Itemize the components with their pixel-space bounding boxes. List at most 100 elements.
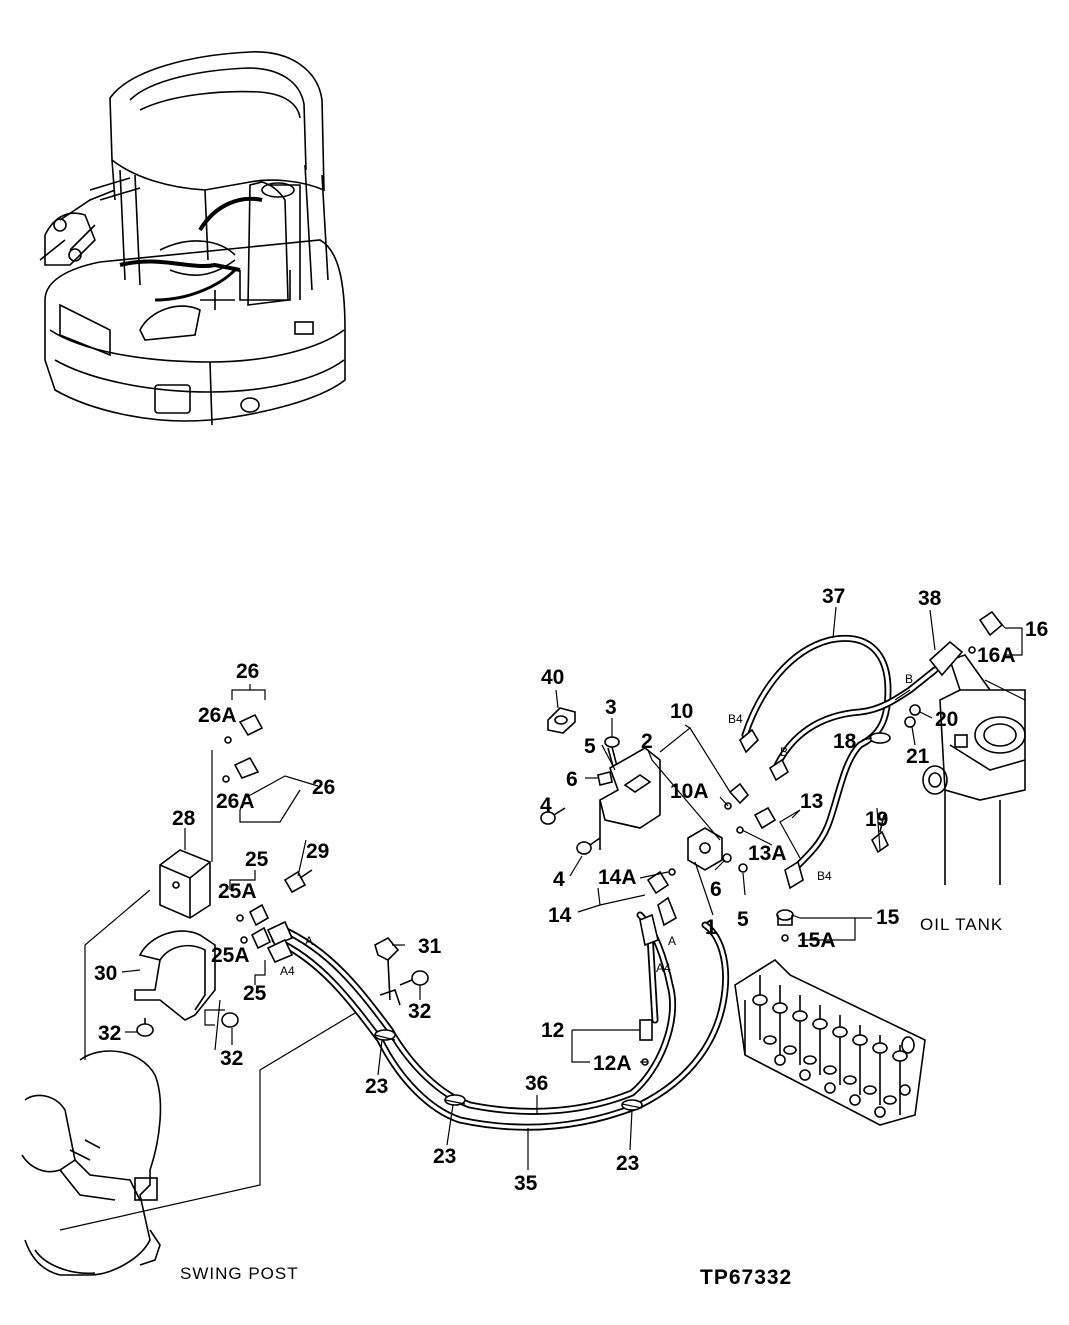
fitting-15 (776, 909, 794, 942)
callout-32: 32 (220, 1047, 243, 1070)
callout-26: 26 (312, 776, 335, 799)
callout-28: 28 (172, 807, 196, 830)
o-ring-26A (224, 736, 232, 744)
fitting-13 (736, 806, 777, 834)
port-label-a: A (668, 934, 676, 948)
callout-4: 4 (553, 868, 565, 891)
callout-25A: 25A (211, 944, 250, 967)
fitting-10 (724, 782, 750, 810)
port-labels: B4 B B4 B A A4 A A4 (280, 672, 913, 978)
callout-13A: 13A (748, 842, 787, 865)
port-label-b: B (905, 672, 913, 686)
bolt-32 (221, 1012, 239, 1028)
port-label-b4: B4 (817, 869, 832, 883)
callout-25A: 25A (218, 880, 257, 903)
callout-16A: 16A (977, 644, 1016, 667)
callout-18: 18 (833, 730, 857, 753)
callout-25: 25 (245, 848, 269, 871)
washer-6 (597, 771, 613, 786)
clamp-31 (374, 936, 401, 1006)
callout-5: 5 (584, 735, 596, 758)
hose-35 (271, 921, 730, 1131)
fitting-12 (639, 1019, 653, 1066)
callout-10: 10 (670, 700, 693, 723)
callout-38: 38 (918, 587, 942, 610)
swing-post-caption: SWING POST (180, 1264, 299, 1283)
callout-35: 35 (514, 1172, 538, 1195)
hose-end-b (928, 640, 964, 677)
clamp-18 (869, 732, 891, 744)
port-label-a4: A4 (280, 964, 295, 978)
callout-2: 2 (641, 730, 653, 753)
bracket-2 (599, 747, 661, 850)
fitting-26 (238, 713, 264, 737)
hose-a4-mid (646, 931, 659, 1024)
fitting-25 (250, 926, 272, 950)
callout-6: 6 (710, 878, 722, 901)
callout-26: 26 (236, 660, 259, 683)
o-ring-25A (240, 936, 248, 944)
washer-20 (909, 704, 921, 716)
bolt-32 (136, 1023, 154, 1037)
callout-36: 36 (525, 1072, 548, 1095)
callout-6: 6 (566, 768, 578, 791)
callout-23: 23 (365, 1075, 388, 1098)
fitting-26 (233, 756, 260, 779)
hose-end-a (657, 896, 677, 927)
hose-end-b4 (784, 860, 804, 890)
hose-end-a4 (639, 913, 659, 947)
callout-40: 40 (541, 666, 564, 689)
swing-post-illustration (21, 1050, 162, 1276)
block-28 (159, 849, 211, 919)
hose-end-a4 (266, 938, 294, 964)
callout-21: 21 (906, 745, 930, 768)
callout-25: 25 (243, 982, 267, 1005)
hose-end-a (266, 920, 294, 947)
callout-23: 23 (616, 1152, 639, 1175)
callout-29: 29 (306, 840, 329, 863)
callout-16: 16 (1025, 618, 1048, 641)
clamp-23 (374, 1029, 643, 1111)
oil-tank-caption: OIL TANK (920, 915, 1003, 934)
figure-code: TP67332 (700, 1266, 792, 1289)
callout-13: 13 (800, 790, 823, 813)
nut-40 (547, 707, 576, 734)
guard-30 (134, 930, 216, 1021)
oil-tank-illustration (922, 654, 1026, 885)
port-label-a: A (305, 934, 313, 948)
machine-overview-illustration (39, 51, 346, 426)
bolt-29 (283, 870, 307, 894)
callout-14: 14 (548, 904, 572, 927)
callout-20: 20 (935, 708, 958, 731)
callout-15A: 15A (797, 929, 836, 952)
callout-32: 32 (98, 1022, 121, 1045)
callout-26A: 26A (198, 704, 237, 727)
callout-4: 4 (540, 794, 552, 817)
washer-21 (904, 716, 916, 728)
part-callouts: 1 2 3 4 4 5 5 6 6 10 10A 12 12A 13 13A 1… (94, 585, 1048, 1195)
port-label-a4: A4 (656, 961, 671, 975)
port-label-b4: B4 (728, 712, 743, 726)
washer-5 (738, 863, 748, 873)
callout-31: 31 (418, 935, 442, 958)
callout-23: 23 (433, 1145, 456, 1168)
hose-end-b4 (739, 728, 760, 754)
o-ring-26A (222, 775, 230, 783)
callout-30: 30 (94, 962, 117, 985)
o-ring-25A (236, 914, 244, 922)
callout-37: 37 (822, 585, 845, 608)
callout-15: 15 (876, 906, 900, 929)
leader-lines (121, 606, 1026, 1170)
callout-12: 12 (541, 1019, 564, 1042)
callout-12A: 12A (593, 1052, 632, 1075)
callout-10A: 10A (670, 780, 709, 803)
hose-end-b (768, 758, 790, 782)
callout-26A: 26A (216, 790, 255, 813)
hose-37 (741, 635, 892, 879)
callout-14A: 14A (598, 866, 637, 889)
bolt-32 (411, 970, 429, 986)
hose-36 (276, 911, 677, 1115)
callout-19: 19 (865, 808, 888, 831)
callout-32: 32 (408, 1000, 431, 1023)
